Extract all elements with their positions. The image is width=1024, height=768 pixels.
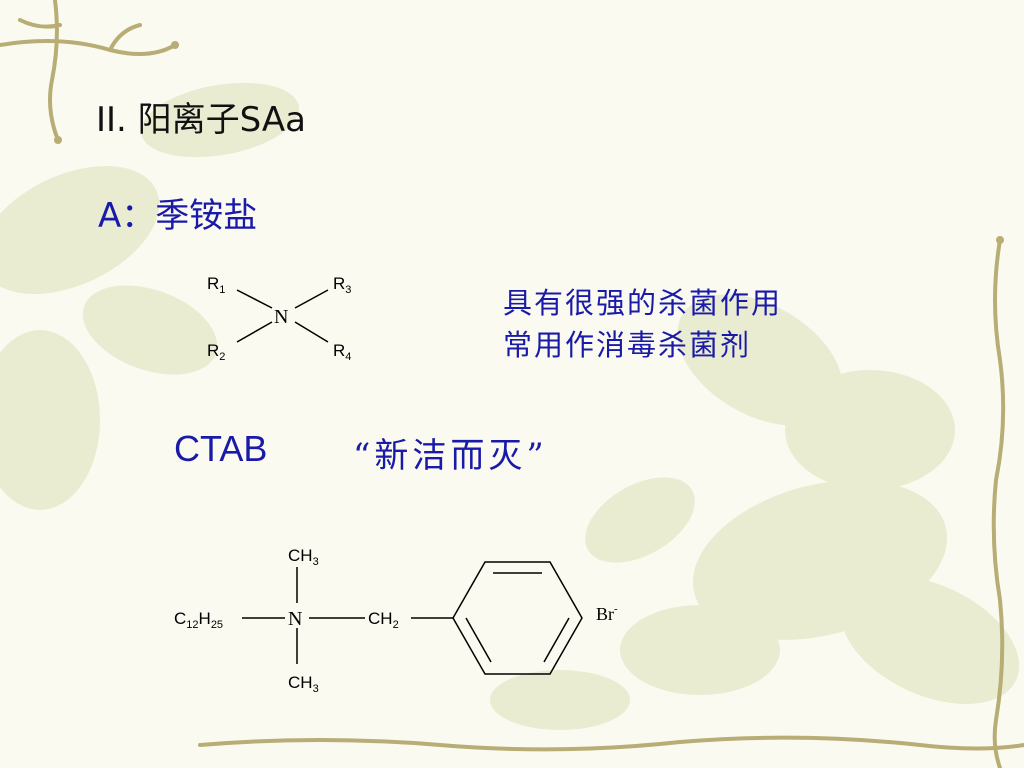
slide-title: II. 阳离子SAa — [96, 100, 306, 140]
dodecyl-chain: C12H25 — [174, 609, 223, 631]
description: 具有很强的杀菌作用 常用作消毒杀菌剂 — [503, 282, 782, 366]
ctab-structure: CH3 CH3 C12H25 N CH2 Br- — [174, 546, 618, 695]
bond-lines — [236, 289, 329, 343]
description-line-1: 具有很强的杀菌作用 — [503, 286, 783, 320]
compound-name: CTAB — [174, 428, 268, 469]
substituent-r1: R1 — [207, 274, 225, 296]
nitrogen-atom: N — [274, 306, 288, 328]
compound-nickname: “新洁而灭” — [353, 436, 548, 476]
substituent-r4: R4 — [333, 341, 351, 363]
methylene-group: CH2 — [368, 609, 399, 631]
benzene-ring — [452, 561, 583, 675]
substituent-r3: R3 — [333, 274, 351, 296]
general-ammonium-structure: R1 R2 R3 R4 N — [207, 274, 351, 363]
description-line-2: 常用作消毒杀菌剂 — [503, 328, 752, 362]
methyl-top: CH3 — [288, 546, 319, 568]
methyl-bottom: CH3 — [288, 673, 319, 695]
section-heading: A：季铵盐 — [98, 196, 258, 236]
ctab-bonds — [242, 561, 583, 675]
nitrogen-atom-ctab: N — [288, 608, 302, 630]
substituent-r2: R2 — [207, 341, 225, 363]
bromide-ion: Br- — [596, 603, 618, 624]
